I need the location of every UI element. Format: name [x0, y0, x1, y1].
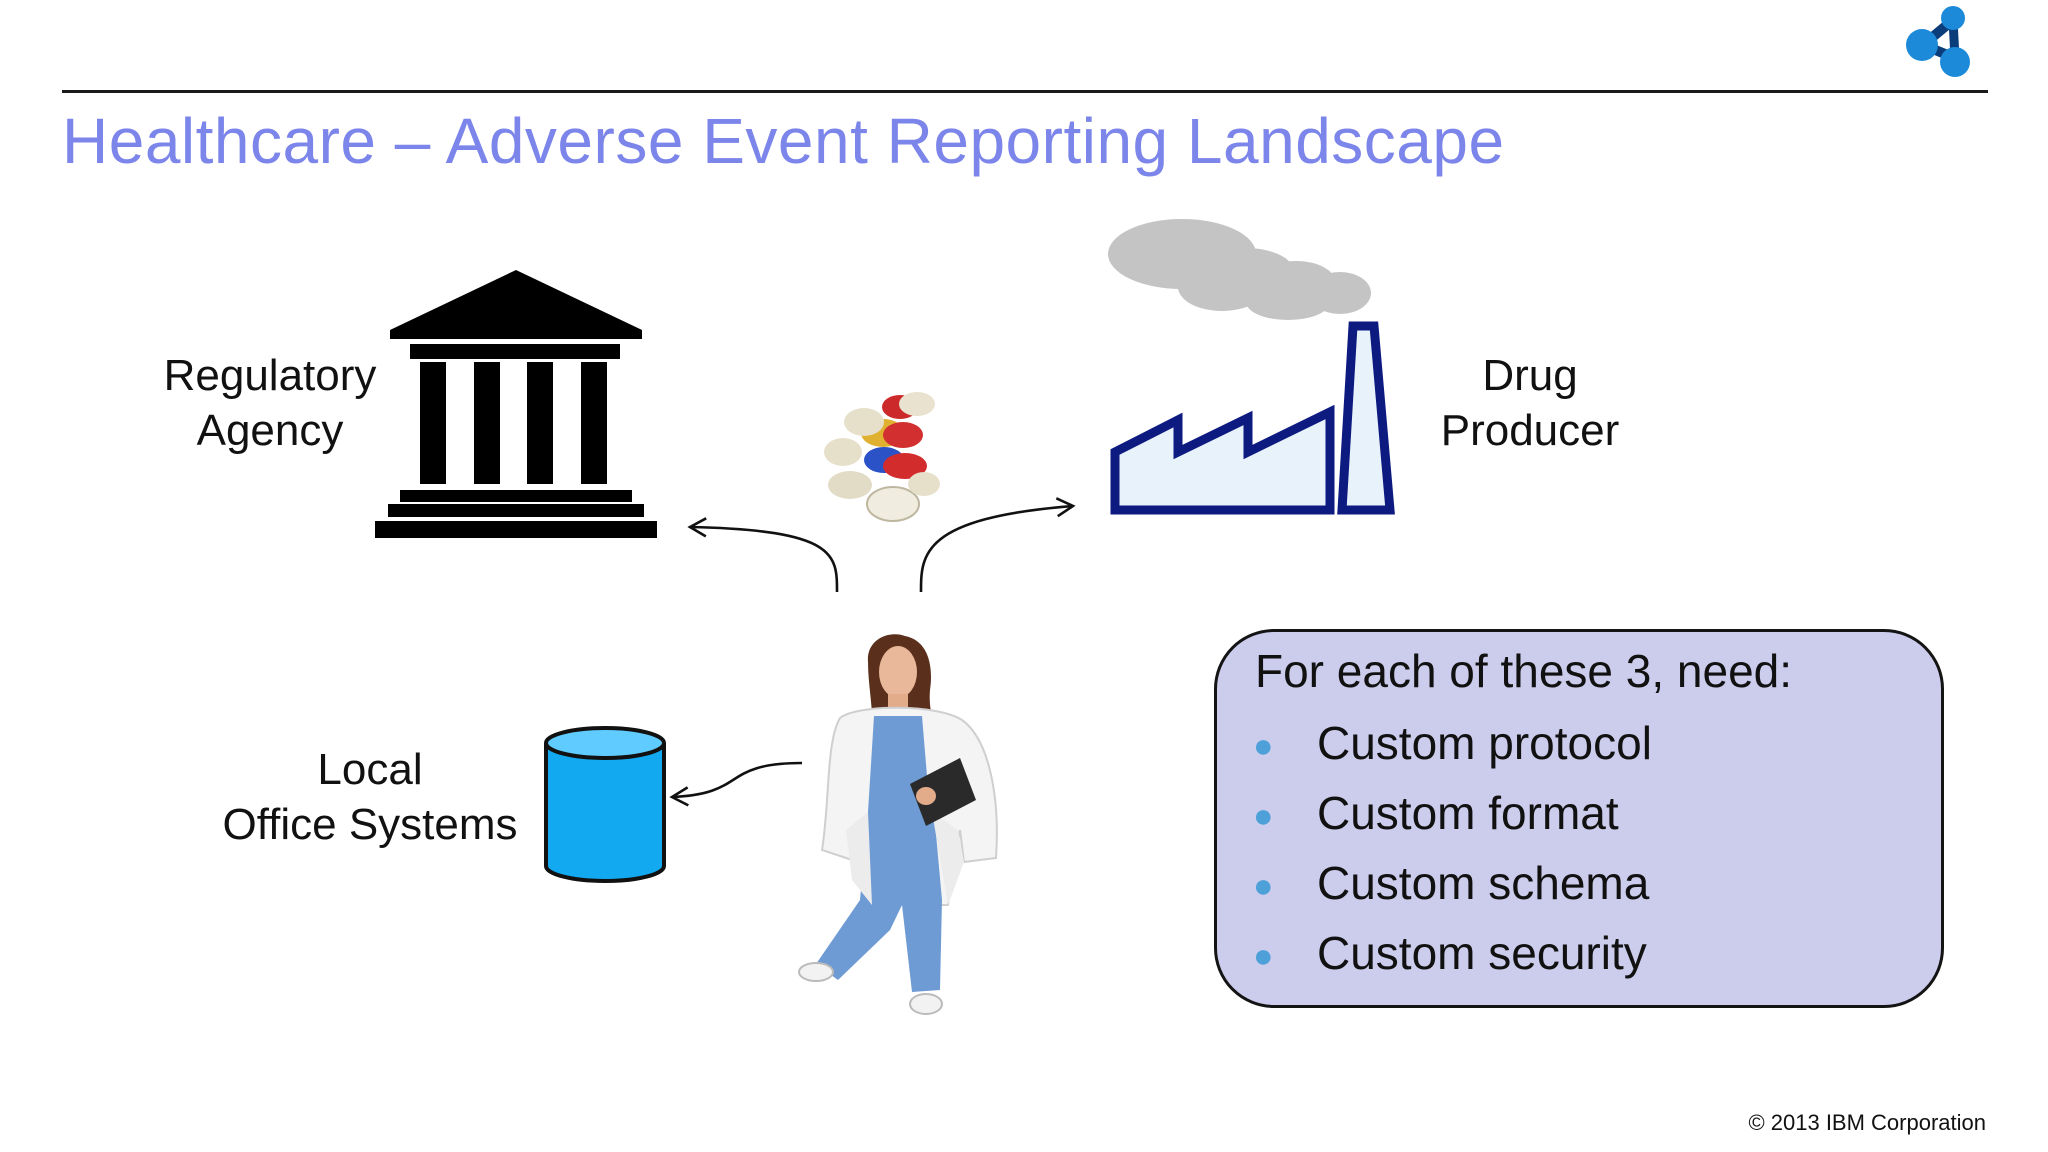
- pills-icon: [824, 392, 940, 522]
- database-icon: [544, 726, 666, 883]
- copyright-notice: © 2013 IBM Corporation: [1748, 1110, 1986, 1135]
- bullet-icon: ●: [1253, 797, 1274, 836]
- regulatory-agency-label-line1: Regulatory: [163, 351, 377, 400]
- local-office-systems-label-line2: Office Systems: [222, 800, 518, 849]
- arrow-to-regulatory: [687, 517, 839, 593]
- callout-item-label: Custom protocol: [1317, 717, 1652, 769]
- bullet-icon: ●: [1253, 727, 1274, 766]
- page-title: Healthcare – Adverse Event Reporting Lan…: [62, 105, 1505, 177]
- factory-icon: [1108, 219, 1395, 515]
- requirements-callout: For each of these 3, need: ● Custom proto…: [1214, 629, 1944, 1008]
- callout-list-item: ● Custom security: [1253, 926, 1647, 980]
- title-divider: [62, 90, 1988, 93]
- callout-list-item: ● Custom protocol: [1253, 716, 1652, 770]
- arrows: [669, 497, 1076, 807]
- bullet-icon: ●: [1253, 867, 1274, 906]
- arrow-to-drug-producer: [919, 497, 1076, 593]
- government-building-icon: [375, 270, 657, 538]
- doctor-figure: [798, 634, 998, 1015]
- drug-producer-label-line2: Producer: [1440, 406, 1620, 455]
- callout-heading: For each of these 3, need:: [1255, 645, 1793, 697]
- callout-list-item: ● Custom format: [1253, 786, 1619, 840]
- callout-list-item: ● Custom schema: [1253, 856, 1649, 910]
- callout-item-label: Custom security: [1317, 927, 1647, 979]
- logo-icon: [1906, 6, 1970, 77]
- bullet-icon: ●: [1253, 937, 1274, 976]
- callout-item-label: Custom schema: [1317, 857, 1650, 909]
- arrow-to-local-systems: [669, 761, 803, 807]
- callout-item-label: Custom format: [1317, 787, 1619, 839]
- drug-producer-label-line1: Drug: [1482, 351, 1578, 400]
- local-office-systems-label-line1: Local: [317, 745, 423, 794]
- local-office-systems-label: Local Office Systems: [210, 742, 530, 852]
- regulatory-agency-label: Regulatory Agency: [140, 348, 400, 458]
- drug-producer-label: Drug Producer: [1420, 348, 1640, 458]
- regulatory-agency-label-line2: Agency: [196, 406, 344, 455]
